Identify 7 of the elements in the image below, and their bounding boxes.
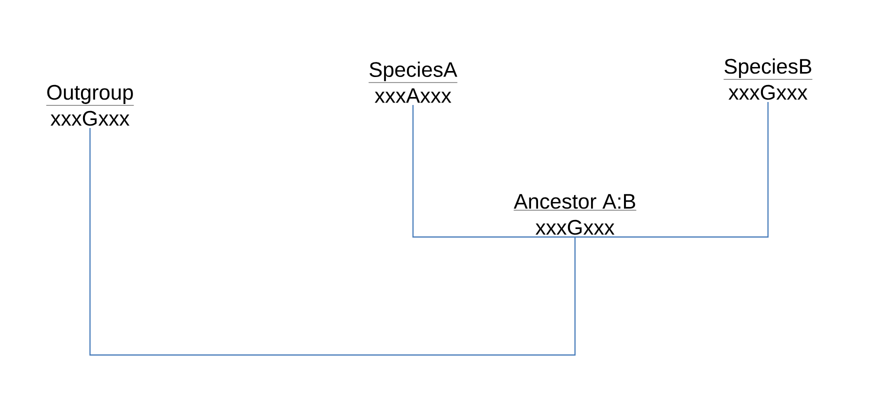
taxon-label: SpeciesB xxxGxxx — [723, 58, 813, 100]
tree-branch — [412, 105, 575, 238]
taxon-label: SpeciesA xxxAxxx — [368, 62, 458, 103]
taxon-label: Outgroup xxxGxxx — [46, 84, 134, 126]
tree-branch — [575, 102, 769, 238]
tree-branch — [89, 128, 576, 356]
ancestor-label: Ancestor A:B xxxGxxx — [514, 194, 636, 235]
